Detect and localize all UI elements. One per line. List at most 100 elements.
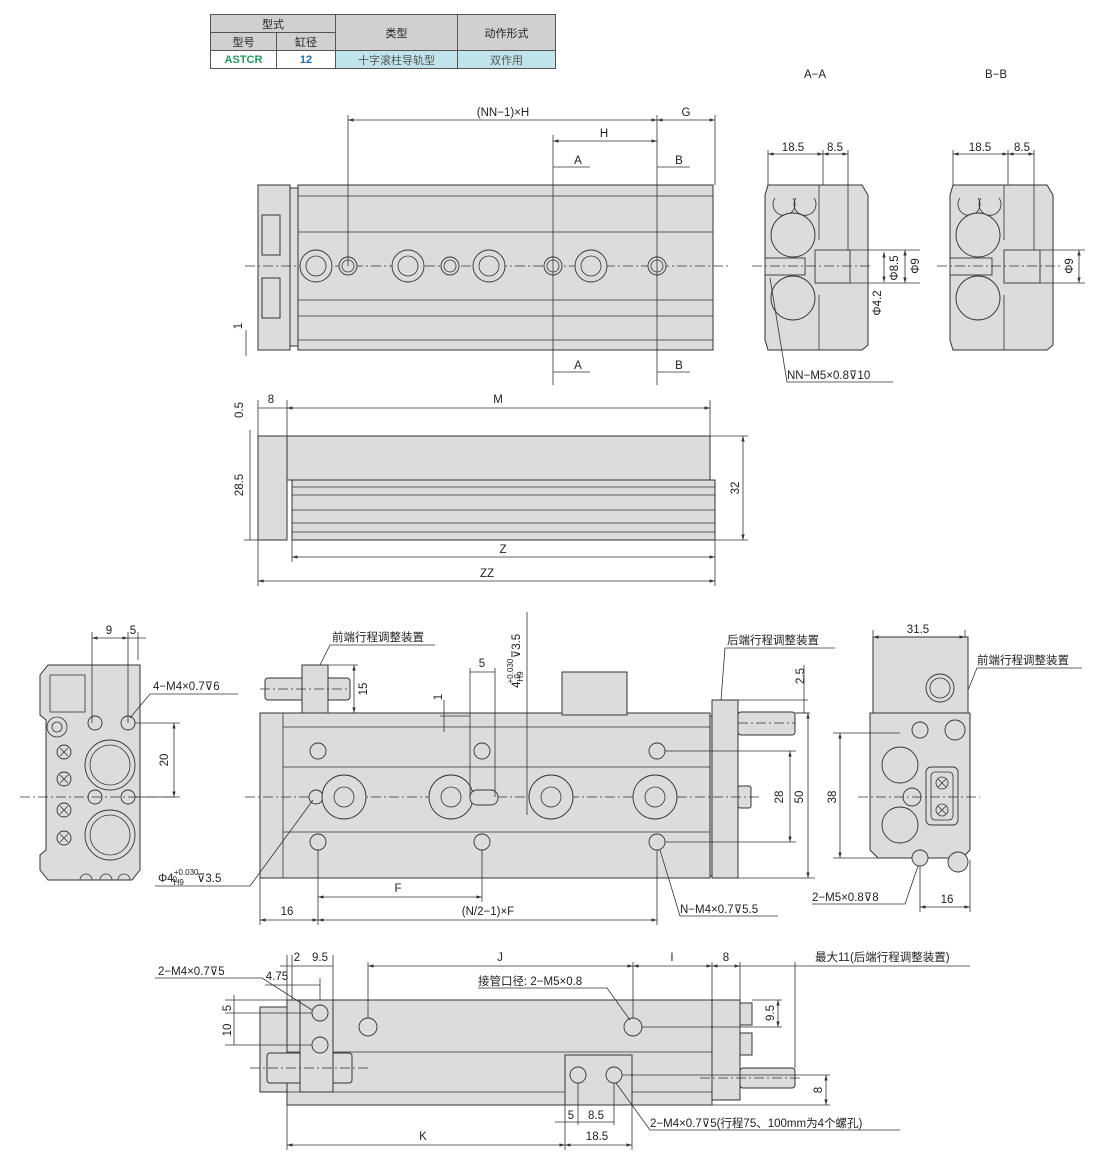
rear-adjuster-label: 后端行程调整装置 (727, 633, 819, 647)
port (261, 214, 281, 256)
header-model: 型号 (210, 32, 277, 51)
dim-8-5: 8.5 (1014, 142, 1030, 154)
dim-38: 38 (827, 791, 839, 804)
dim-nn-h: (NN−1)×H (477, 107, 529, 119)
top-block (561, 671, 628, 716)
dim-i: I (670, 952, 673, 964)
bottom-view: 2 9.5 4.75 2−M4×0.7⊽5 5 10 J I 8 最大11(后端… (155, 950, 970, 1150)
dim-z: Z (499, 544, 506, 556)
header-group: 型式 (210, 14, 336, 33)
pin-slot (469, 789, 499, 806)
thread-note: NN−M5×0.8⊽10 (787, 370, 870, 382)
spec-table: 型式 类型 动作形式 型号 缸径 ASTCR 12 十字滚柱导轨型 双作用 (210, 14, 556, 69)
dim-9-5: 9.5 (312, 952, 328, 964)
dim-2: 2 (294, 952, 300, 964)
dim-phi-4-2: Φ4.2 (872, 290, 884, 315)
section-a-top: A (574, 155, 582, 167)
pin-dia: Φ4 (158, 873, 174, 885)
dim-28-5: 28.5 (234, 474, 246, 496)
bore-cell: 12 (276, 50, 336, 69)
dim-50: 50 (794, 791, 806, 804)
dim-k: K (419, 1131, 427, 1143)
pin-depth: ⊽3.5 (197, 873, 221, 885)
dim-20: 20 (159, 754, 171, 767)
dim-5-left: 5 (222, 1005, 234, 1011)
pin-depth: ⊽3.5 (511, 634, 523, 658)
section-aa-title: A−A (804, 69, 826, 81)
holes (311, 1004, 643, 1084)
model-cell: ASTCR (210, 50, 277, 69)
dim-8-5: 8.5 (827, 142, 843, 154)
dim-2-5: 2.5 (795, 668, 807, 684)
dim-18-5: 18.5 (782, 142, 804, 154)
thread-n-note: N−M4×0.7⊽5.5 (680, 904, 758, 916)
dim-4-75: 4.75 (266, 971, 288, 983)
dim-8-5: 8.5 (588, 1110, 604, 1122)
dim-28: 28 (774, 791, 786, 804)
front-adjuster-label: 前端行程调整装置 (977, 653, 1069, 667)
dim-phi-8-5: Φ8.5 (889, 255, 901, 280)
dim-18-5: 18.5 (969, 142, 991, 154)
thread-hole (911, 849, 929, 867)
dim-8-right: 8 (813, 1087, 825, 1093)
pin-fit: H9 (174, 878, 185, 887)
pin-tol-up: +0.030 (174, 868, 199, 877)
pin-tol-low: 0 (513, 674, 522, 679)
sensor-slot (925, 766, 959, 826)
end-cap (257, 184, 291, 351)
pin-dia: 4 (511, 681, 523, 688)
body (286, 999, 713, 1106)
type-cell: 十字滚柱导轨型 (335, 50, 458, 69)
dim-18-5: 18.5 (586, 1131, 608, 1143)
dim-31-5: 31.5 (907, 624, 929, 636)
header-action: 动作形式 (457, 14, 556, 51)
adjuster-block (872, 636, 969, 714)
body (297, 184, 714, 351)
section-b-bottom: B (675, 360, 683, 372)
end-cap (257, 435, 288, 541)
dim-1: 1 (433, 694, 445, 700)
dim-10: 10 (222, 1024, 234, 1037)
dim-15: 15 (358, 683, 370, 696)
section-aa-view: A−A 18.5 8.5 Φ8.5 Φ9 Φ4.2 NN−M5×0.8⊽10 (752, 69, 922, 383)
rear-end-cap (711, 999, 741, 1101)
dim-5: 5 (130, 625, 136, 637)
slide-table (286, 435, 711, 481)
max-stroke-note: 最大11(后端行程调整装置) (815, 950, 950, 964)
thread-note: 2−M5×0.8⊽8 (812, 892, 879, 904)
dim-n2-f: (N/2−1)×F (462, 906, 514, 918)
dim-phi-9: Φ9 (1064, 258, 1076, 274)
pin-tol-up: +0.030 (506, 658, 515, 683)
dim-5: 5 (479, 658, 485, 670)
dim-h: H (600, 128, 608, 140)
dim-j: J (497, 952, 503, 964)
dim-f: F (394, 883, 401, 895)
right-end-view: 31.5 前端行程调整装置 38 2−M5×0.8⊽8 16 (812, 624, 1082, 912)
dim-1: 1 (233, 323, 245, 329)
dim-phi-9: Φ9 (910, 258, 922, 274)
section-b-top: B (675, 155, 683, 167)
dim-8: 8 (268, 394, 274, 406)
dim-32: 32 (730, 482, 742, 495)
section-bb-view: B−B 18.5 8.5 Φ9 (937, 69, 1085, 351)
dim-8: 8 (723, 952, 729, 964)
mount-holes (308, 742, 678, 851)
pin-tol-low: 0 (173, 875, 178, 884)
header-bore: 缸径 (276, 32, 336, 51)
top-view: (NN−1)×H G H A B A B 1 (233, 107, 728, 385)
pin-fit: H9 (516, 671, 525, 682)
dim-g: G (682, 107, 691, 119)
dim-5-bottom: 5 (568, 1110, 574, 1122)
dim-9: 9 (106, 625, 112, 637)
dim-9-5-right: 9.5 (765, 1005, 777, 1021)
dim-0-5: 0.5 (234, 402, 246, 418)
front-view: 前端行程调整装置 后端行程调整装置 15 5 1 4H9+0.0300⊽3.5 … (155, 612, 835, 925)
dim-16: 16 (281, 906, 294, 918)
port (261, 277, 281, 319)
pin-hole-vertical-note: 4H9+0.0300 ⊽3.5 (506, 634, 525, 688)
rear-adjuster-rod (737, 711, 796, 736)
action-cell: 双作用 (457, 50, 556, 69)
rear-adjuster-block (711, 699, 739, 879)
plug-icons (56, 744, 72, 846)
thread-bottom-note: 2−M4×0.7⊽5(行程75、100mm为4个螺孔) (650, 1117, 862, 1130)
